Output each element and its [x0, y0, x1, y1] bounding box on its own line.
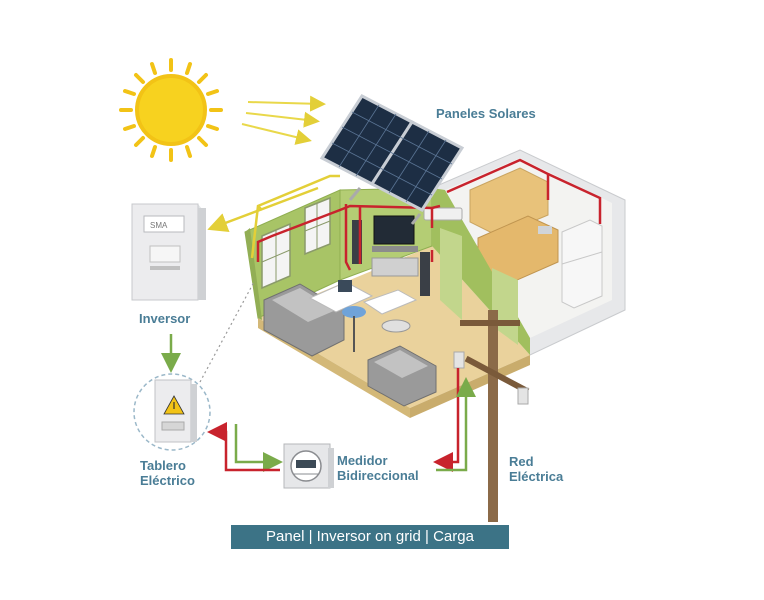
grid-meter-lines: [433, 368, 476, 472]
bidirectional-meter-icon: [283, 443, 334, 489]
electrical-panel-icon: [133, 373, 211, 451]
system-banner: Panel | Inversor on grid | Carga: [231, 525, 509, 549]
panel-to-house-link: [199, 281, 255, 383]
inverter-icon: SMA: [131, 203, 206, 301]
inverter-label-text: Inversor: [139, 311, 191, 326]
dc-line: [207, 174, 340, 259]
inverter-label: Inversor: [139, 311, 190, 326]
meter-label: Medidor Bidireccional: [337, 453, 419, 483]
solar-panels: [319, 94, 465, 225]
panel-meter-lines: [207, 422, 283, 472]
grid-label-line1: Red: [509, 454, 534, 469]
solar-panels-label: Paneles Solares: [436, 106, 536, 121]
grid-label: Red Eléctrica: [509, 454, 563, 484]
meter-label-line2: Bidireccional: [337, 468, 419, 483]
inverter-brand-text: SMA: [150, 221, 168, 230]
sun-rays: [241, 95, 326, 145]
meter-label-line1: Medidor: [337, 453, 388, 468]
grid-label-line2: Eléctrica: [509, 469, 564, 484]
utility-pole-icon: [453, 310, 530, 522]
grid-wiring: [256, 158, 602, 271]
electrical-panel-label-line2: Eléctrico: [140, 473, 195, 488]
solar-panels-label-text: Paneles Solares: [436, 106, 536, 121]
electrical-panel-label: Tablero Eléctrico: [140, 458, 195, 488]
sun-icon: [119, 58, 223, 162]
house-cutaway: [244, 149, 626, 418]
electrical-panel-label-line1: Tablero: [140, 458, 186, 473]
